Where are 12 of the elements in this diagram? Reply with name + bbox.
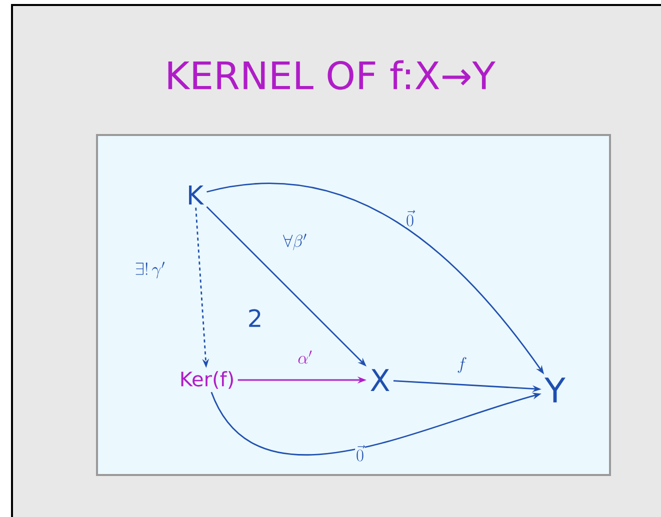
region-label: 2 [249, 309, 260, 327]
edge-label: $\vec{0}$ [355, 444, 366, 462]
edge-label: $\vec{0}$ [405, 209, 416, 227]
object-label: K [189, 186, 204, 204]
edge-label: $\exists!\,\gamma'$ [134, 260, 166, 280]
title: KERNEL OF f:X→Y [168, 60, 496, 90]
object-label: Ker(f) [181, 371, 233, 389]
diagram-panel [96, 134, 611, 476]
edge-label: $\forall\beta'$ [282, 232, 308, 252]
object-label: Y [544, 378, 566, 402]
object-label: X [370, 369, 390, 391]
edge-label: $\alpha'$ [296, 350, 314, 364]
